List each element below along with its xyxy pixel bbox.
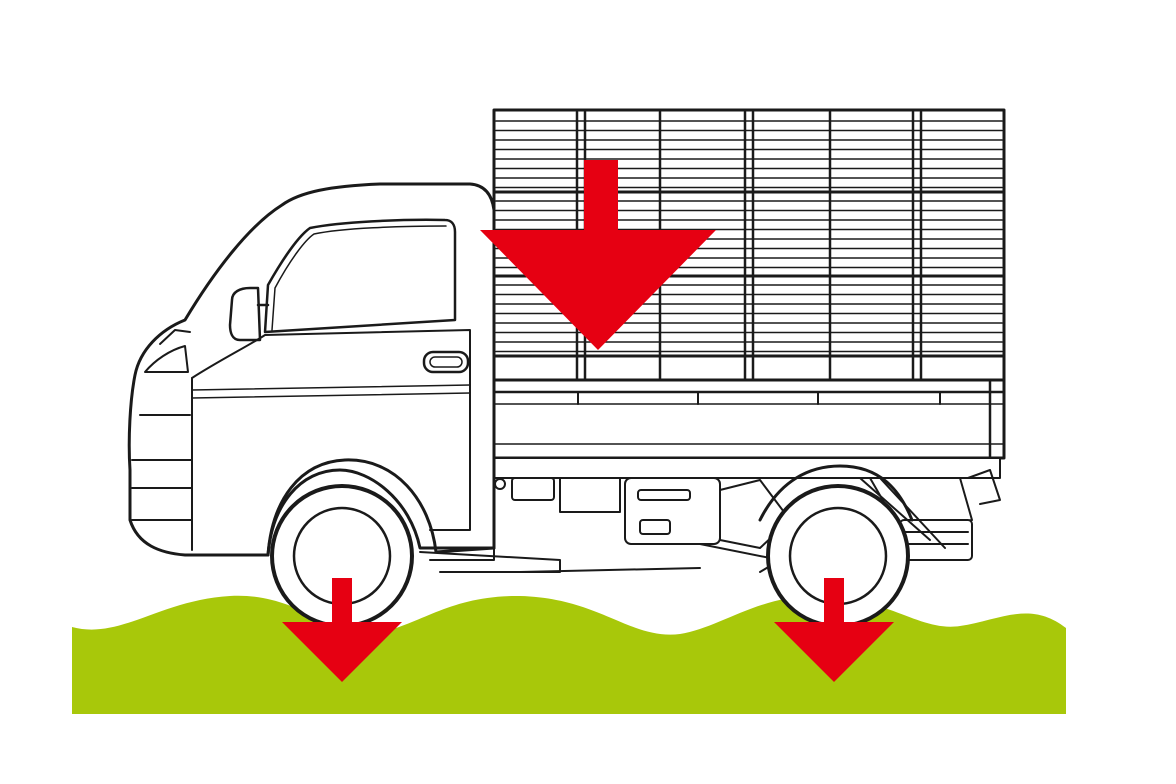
cargo-bed (492, 378, 1006, 460)
load-down-arrow-icon (480, 160, 716, 350)
headlight (144, 345, 189, 373)
chassis (419, 457, 1001, 573)
cab-door (191, 329, 471, 531)
rear-wheel-down-arrow-icon (774, 578, 894, 682)
rear-wheel (758, 464, 914, 628)
cab-window (263, 218, 457, 334)
front-wheel (270, 484, 414, 628)
kei-truck (127, 108, 1006, 628)
bed-hooks (577, 391, 941, 405)
wavy-ground (72, 595, 1066, 714)
cargo-crate-stack (492, 108, 1006, 384)
side-mirror (228, 286, 262, 342)
front-wheel-down-arrow-icon (282, 578, 402, 682)
truck-cab (127, 182, 496, 561)
